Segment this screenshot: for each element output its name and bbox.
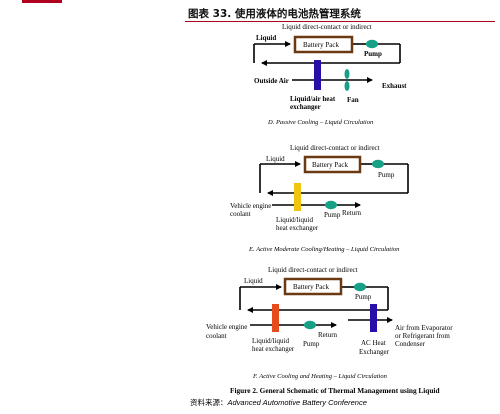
e-caption: E. Active Moderate Cooling/Heating – Liq… [248, 246, 399, 253]
f-air-label-1: Air from Evaporator [395, 324, 453, 332]
d-fan-blade-top [344, 69, 350, 79]
source-value: Advanced Automotive Battery Conference [227, 398, 367, 407]
f-ac-label-1: AC Heat [361, 339, 386, 347]
diagram-active-moderate: Liquid direct-contact or indirect Liquid… [230, 144, 409, 253]
f-top-label: Liquid direct-contact or indirect [268, 266, 358, 274]
e-hx-label-1: Liquid/liquid [276, 216, 313, 224]
d-exhaust-label: Exhaust [382, 82, 407, 90]
f-pump2 [304, 320, 316, 330]
e-vehicle-label-2: coolant [230, 210, 251, 218]
f-liquid-label: Liquid [244, 277, 263, 285]
f-ac-label-2: Exchanger [359, 348, 390, 356]
e-pump2-label: Pump [324, 211, 341, 219]
d-hx-label-1: Liquid/air heat [290, 95, 336, 103]
d-pump-label: Pump [364, 50, 382, 58]
e-battery-pack [303, 155, 362, 174]
d-top-label: Liquid direct-contact or indirect [282, 23, 372, 31]
f-battery-pack [283, 277, 343, 296]
figure-title: 图表 33. 使用液体的电池热管理系统 [188, 8, 361, 20]
f-heat-exchanger [272, 304, 279, 332]
f-hx-label-1: Liquid/liquid [252, 337, 289, 345]
diagram-passive-cooling: Liquid direct-contact or indirect Liquid… [253, 23, 407, 126]
f-pump2-label: Pump [303, 340, 320, 348]
d-fan-label: Fan [347, 96, 359, 104]
d-outside-air-label: Outside Air [254, 77, 289, 85]
f-pump-label: Pump [355, 293, 372, 301]
e-return-label: Return [342, 209, 362, 217]
e-hx-label-2: heat exchanger [276, 224, 319, 232]
f-ac-heat-exchanger [370, 304, 377, 332]
f-vehicle-label-2: coolant [206, 332, 227, 340]
e-liquid-label: Liquid [266, 155, 285, 163]
f-return-label: Return [318, 331, 338, 339]
diagram-active-cooling-heating: Liquid direct-contact or indirect Liquid… [206, 266, 453, 380]
title-rule [185, 21, 495, 22]
d-caption: D. Passive Cooling – Liquid Circulation [267, 119, 373, 126]
e-heat-exchanger [294, 183, 301, 211]
e-pump-label: Pump [378, 171, 395, 179]
d-battery-label: Battery Pack [303, 41, 339, 49]
d-heat-exchanger [314, 60, 321, 90]
e-pump2 [325, 200, 337, 210]
source-line: 资料来源：Advanced Automotive Battery Confere… [190, 397, 367, 408]
f-battery-label: Battery Pack [293, 283, 329, 291]
source-key: 资料来源： [190, 398, 228, 407]
f-air-label-3: Condenser [395, 340, 426, 348]
d-liquid-label: Liquid [256, 34, 276, 42]
e-pump [372, 159, 384, 169]
header-accent-bar [22, 0, 62, 3]
figure-caption: Figure 2. General Schematic of Thermal M… [230, 386, 440, 395]
d-hx-label-2: exchanger [290, 103, 321, 111]
e-top-label: Liquid direct-contact or indirect [290, 144, 380, 152]
d-battery-pack [293, 35, 354, 54]
f-air-label-2: or Refrigerant from [395, 332, 450, 340]
e-vehicle-label-1: Vehicle engine [230, 202, 271, 210]
d-fan-blade-bottom [344, 81, 350, 91]
d-pump [366, 39, 378, 49]
f-pump [354, 282, 366, 292]
f-vehicle-label-1: Vehicle engine [206, 323, 247, 331]
f-hx-label-2: heat exchanger [252, 345, 295, 353]
e-battery-label: Battery Pack [312, 161, 348, 169]
f-caption: F. Active Cooling and Heating – Liquid C… [252, 373, 387, 380]
